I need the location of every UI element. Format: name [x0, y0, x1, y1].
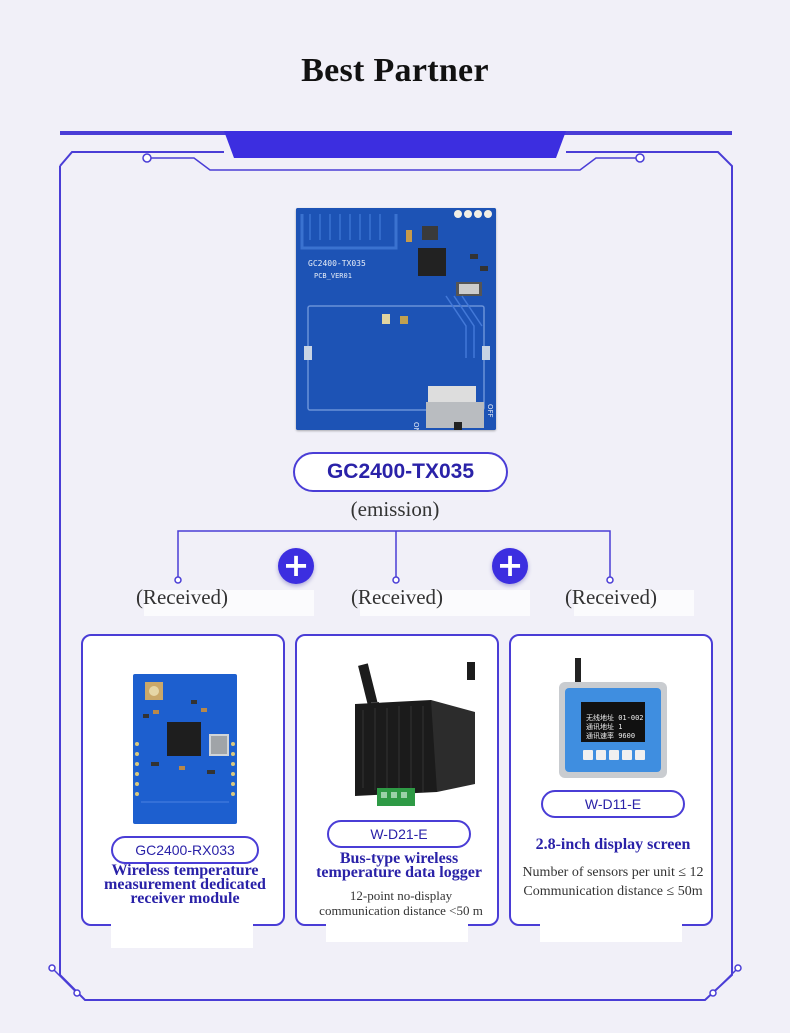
rx033-module-image	[133, 674, 237, 824]
wd21e-logger-image	[355, 662, 475, 806]
tx-model-label: GC2400-TX035	[293, 452, 508, 492]
pcb-silk-on: ON	[412, 422, 420, 430]
plus-icon: +	[492, 548, 528, 584]
tx-board-image: GC2400-TX035 PCB_VER01 ON OFF	[296, 208, 496, 430]
screen-line-3: 通讯速率 9600	[586, 731, 635, 740]
rx033-model-label: GC2400-RX033	[111, 836, 259, 864]
product-card-wd21e: W-D21-E Bus-type wireless temperature da…	[295, 634, 499, 926]
label-backdrop	[540, 916, 682, 942]
wd11e-title: 2.8-inch display screen	[535, 836, 691, 853]
wd21e-spec-2: communication distance <50 m	[319, 903, 483, 918]
pcb-illustration: GC2400-TX035 PCB_VER01 ON OFF	[296, 208, 496, 430]
label-backdrop	[326, 916, 468, 942]
wd21e-title: Bus-type wireless temperature data logge…	[316, 850, 482, 881]
wd11e-model-label: W-D11-E	[541, 790, 685, 818]
screen-line-2: 通讯地址 1	[586, 722, 622, 731]
receiver-role-3: (Received)	[564, 585, 658, 609]
tx-role-label: (emission)	[350, 497, 440, 521]
rx033-title: Wireless temperature measurement dedicat…	[104, 862, 266, 907]
pcb-silk-model: GC2400-TX035	[308, 259, 366, 268]
receiver-role-1: (Received)	[135, 585, 229, 609]
label-backdrop	[111, 916, 253, 948]
wd11e-spec-1: Number of sensors per unit ≤ 12	[522, 865, 704, 880]
wd11e-spec-2: Communication distance ≤ 50m	[523, 884, 703, 899]
plus-icon: +	[278, 548, 314, 584]
wd21e-spec-1: 12-point no-display	[349, 888, 453, 903]
page-title: Best Partner	[301, 52, 489, 89]
screen-line-1: 无线地址 01-002	[586, 713, 644, 722]
wd21e-model-label: W-D21-E	[327, 820, 471, 848]
pcb-silk-off: OFF	[486, 404, 494, 418]
pcb-silk-version: PCB_VER01	[314, 272, 352, 280]
product-card-wd11e: 无线地址 01-002 通讯地址 1 通讯速率 9600 W-D11-E 2.8…	[509, 634, 713, 926]
wd11e-display-image: 无线地址 01-002 通讯地址 1 通讯速率 9600	[559, 658, 667, 778]
product-card-rx033: GC2400-RX033 Wireless temperature measur…	[81, 634, 285, 926]
receiver-role-2: (Received)	[350, 585, 444, 609]
